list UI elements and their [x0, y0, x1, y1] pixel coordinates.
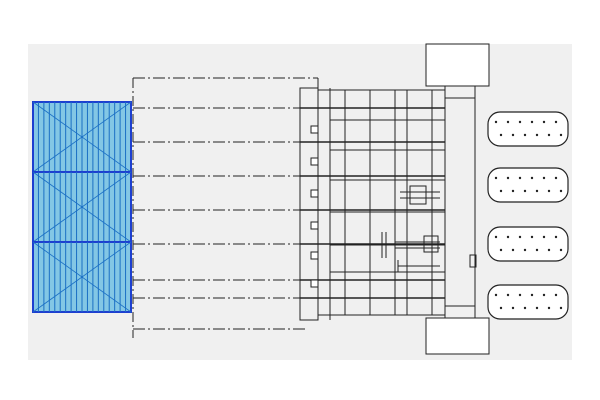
roller-dot — [523, 133, 527, 137]
roller-dot — [530, 235, 534, 239]
roller-dot — [559, 306, 563, 310]
roller-dot — [494, 120, 498, 124]
bolt-marks — [310, 125, 319, 288]
mechanism-details — [381, 185, 440, 272]
roller-dot — [535, 306, 539, 310]
roller-dot — [530, 293, 534, 297]
roller-bar-body — [487, 111, 569, 147]
rack-brace — [32, 241, 132, 313]
roller-dot — [542, 293, 546, 297]
roller-dot — [506, 235, 510, 239]
roller-dot — [530, 176, 534, 180]
roller-dot — [535, 248, 539, 252]
roller-dot — [494, 293, 498, 297]
roller-dot — [523, 248, 527, 252]
roller-dot — [547, 248, 551, 252]
roller-dot — [511, 133, 515, 137]
roller-dot — [518, 293, 522, 297]
bolt-mark — [310, 189, 319, 198]
roller-dot — [542, 235, 546, 239]
roller-bar — [487, 226, 569, 262]
roller-dot — [554, 176, 558, 180]
bolt-mark — [310, 157, 319, 166]
rack-brace — [32, 171, 132, 243]
roller-dot — [523, 306, 527, 310]
roller-dot — [535, 133, 539, 137]
roller-dot — [494, 176, 498, 180]
roller-dot — [506, 176, 510, 180]
roller-bar — [487, 111, 569, 147]
bolt-mark — [310, 125, 319, 134]
dash-dot-frame — [132, 77, 319, 338]
roller-dot — [518, 120, 522, 124]
bolt-mark — [310, 279, 319, 288]
roller-dot — [511, 248, 515, 252]
blue-rack — [32, 101, 132, 313]
bolt-mark — [310, 221, 319, 230]
roller-dot — [559, 133, 563, 137]
roller-dot — [530, 120, 534, 124]
rack-panel — [32, 101, 132, 173]
roller-dot — [542, 176, 546, 180]
guide-rails — [133, 107, 445, 299]
roller-bar-body — [487, 226, 569, 262]
roller-dot — [547, 189, 551, 193]
roller-dot — [506, 120, 510, 124]
roller-bars — [487, 111, 569, 320]
roller-dot — [518, 235, 522, 239]
roller-dot — [523, 189, 527, 193]
rack-panel — [32, 241, 132, 313]
roller-dot — [499, 133, 503, 137]
roller-dot — [506, 293, 510, 297]
roller-dot — [499, 306, 503, 310]
roller-dot — [559, 189, 563, 193]
roller-dot — [511, 306, 515, 310]
roller-bar-body — [487, 167, 569, 203]
roller-bar — [487, 167, 569, 203]
roller-dot — [554, 235, 558, 239]
roller-bar — [487, 284, 569, 320]
roller-dot — [518, 176, 522, 180]
roller-dot — [554, 293, 558, 297]
roller-dot — [499, 189, 503, 193]
roller-dot — [494, 235, 498, 239]
roller-dot — [511, 189, 515, 193]
roller-dot — [542, 120, 546, 124]
roller-dot — [535, 189, 539, 193]
roller-bar-body — [487, 284, 569, 320]
rack-panel — [32, 171, 132, 243]
roller-dot — [554, 120, 558, 124]
rack-brace — [32, 101, 132, 173]
end-frame — [425, 43, 490, 355]
cage-grid — [299, 87, 445, 321]
roller-dot — [547, 306, 551, 310]
roller-dot — [499, 248, 503, 252]
bolt-mark — [310, 251, 319, 260]
roller-dot — [547, 133, 551, 137]
roller-dot — [559, 248, 563, 252]
